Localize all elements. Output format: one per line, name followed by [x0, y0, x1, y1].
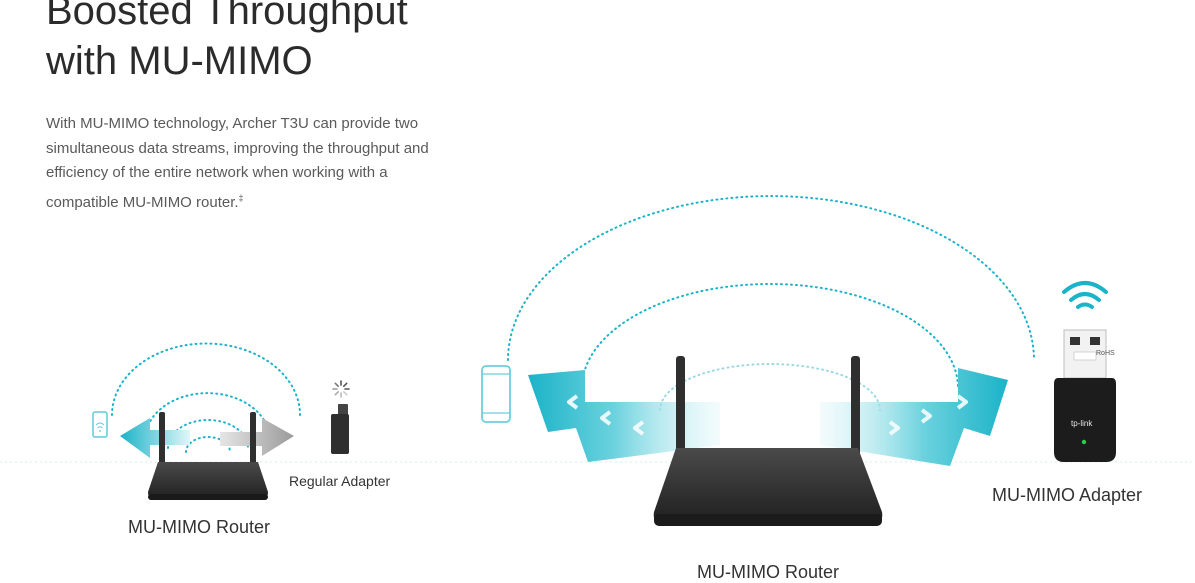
stream-arrow-gray [220, 418, 294, 456]
regular-adapter-icon [331, 404, 349, 454]
signal-arc-inner [659, 363, 881, 411]
stream-arrow-to-adapter [820, 368, 1008, 466]
signal-arc [111, 342, 301, 416]
page-title: Boosted Throughput with MU-MIMO [46, 0, 566, 86]
description-text: With MU-MIMO technology, Archer T3U can … [46, 115, 429, 211]
signal-arc-outer [507, 195, 1035, 361]
signal-arc-middle [581, 283, 959, 389]
right-router-label: MU-MIMO Router [697, 562, 840, 582]
left-router-label: MU-MIMO Router [128, 517, 271, 537]
wifi-icon [1062, 281, 1108, 309]
right-scene: RoHS tp-link [481, 195, 1116, 526]
regular-adapter-label: Regular Adapter [289, 473, 391, 489]
title-line-1: Boosted Throughput [46, 0, 408, 33]
mu-mimo-adapter-label: MU-MIMO Adapter [992, 485, 1143, 505]
signal-arc [185, 436, 231, 453]
usb-marking: RoHS [1096, 350, 1115, 357]
router-large [653, 356, 883, 526]
stream-arrow-left [120, 418, 190, 458]
feature-description: With MU-MIMO technology, Archer T3U can … [46, 112, 456, 215]
adapter-brand-logo: tp-link [1071, 419, 1093, 428]
phone-icon [481, 365, 511, 423]
phone-icon [92, 411, 108, 438]
router-small [148, 412, 268, 500]
mu-mimo-adapter-icon [1054, 329, 1116, 462]
footnote-mark: ‡ [238, 192, 244, 203]
loading-spinner-icon [332, 380, 350, 398]
stream-arrow-to-phone [528, 370, 720, 462]
title-line-2: with MU-MIMO [46, 39, 313, 83]
left-scene [92, 342, 350, 500]
